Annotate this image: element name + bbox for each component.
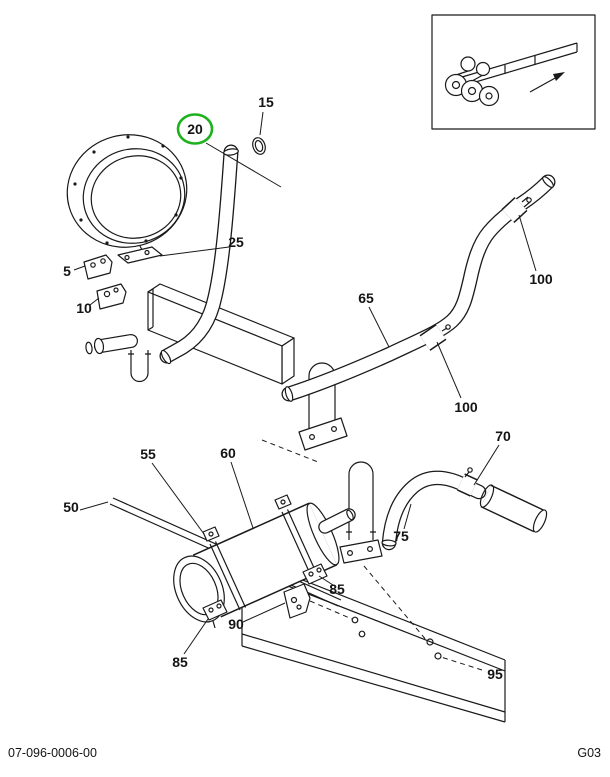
doc-number: 07-096-0006-00 [8,746,97,760]
callout-55: 55 [140,446,156,462]
vehicle-location-inset [431,14,596,130]
callout-85-rear: 85 [329,581,345,597]
alignment-dashed-lines [261,439,428,642]
callout-85-front: 85 [172,654,188,670]
callout-95: 95 [487,666,503,682]
callout-60: 60 [220,445,236,461]
stack-guard-ring [66,134,188,248]
tailpipe [381,470,487,551]
exhaust-stack-pipe [159,144,239,365]
callout-100-lower: 100 [454,399,478,415]
callout-65: 65 [358,290,374,306]
muffler-strap-rear [274,494,319,579]
tailpipe-tip [479,484,548,533]
bracket-25 [117,245,163,264]
muffler [173,494,356,623]
callout-25: 25 [228,234,244,250]
callout-50: 50 [63,499,79,515]
callouts: 5 10 15 20 25 50 55 60 65 70 75 85 85 90… [63,94,553,682]
highlight-circle-20 [176,113,214,145]
u-bolt-left [128,350,151,383]
upper-frame-rail [147,283,295,385]
callout-100-upper: 100 [529,271,553,287]
location-arrow-icon [529,72,565,93]
callout-70: 70 [495,428,511,444]
clamp-85-rear [302,563,328,585]
leader-lines [73,111,537,671]
rain-cap [252,137,266,155]
u-bolt-vertical [339,461,383,564]
callout-75: 75 [393,528,409,544]
callout-20: 20 [187,121,203,137]
callout-10: 10 [76,300,92,316]
muffler-strap-front [202,526,247,611]
clamp-70 [457,467,478,497]
bracket-90 [283,583,311,619]
callout-90: 90 [228,616,244,632]
bracket-10 [96,283,127,310]
hanger-saddle-bracket [298,417,348,451]
bracket-5 [83,254,113,280]
callout-15: 15 [258,94,274,110]
callout-5: 5 [63,263,71,279]
pipe-stub-and-cap [85,334,138,355]
clamp-100-upper [501,196,532,223]
clamp-100-lower [419,324,451,351]
page-code: G03 [577,746,601,760]
clamp-85-front [202,599,228,629]
